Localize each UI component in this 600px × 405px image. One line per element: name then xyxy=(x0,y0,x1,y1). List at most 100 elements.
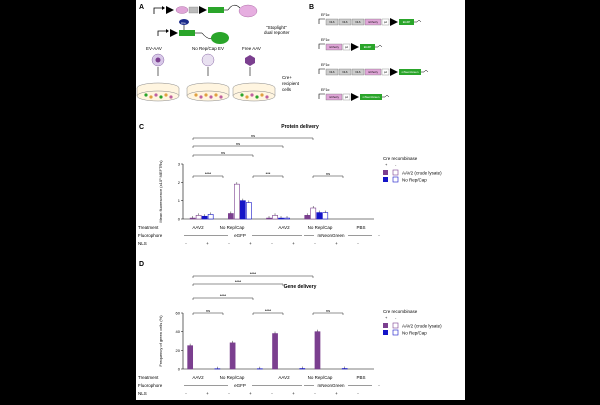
y-tick-label: 40 xyxy=(176,329,181,334)
figure-panel: A "Stoplight" dual reporter Cre EV-AAV N… xyxy=(136,0,465,400)
nls-sign: + xyxy=(206,391,209,396)
nls-sign: - xyxy=(185,391,187,396)
fluorophore-label: eGFP xyxy=(234,233,246,238)
row-label-treatment: Treatment xyxy=(138,375,159,380)
nls-sign: - xyxy=(357,391,359,396)
bar xyxy=(196,215,201,219)
significance-label: **** xyxy=(220,293,227,298)
nls-sign: + xyxy=(249,241,252,246)
promoter-arrow-icon xyxy=(319,44,325,49)
promoter-label: EF1α xyxy=(321,88,329,92)
bar xyxy=(234,184,239,219)
construct-part-label: NLS xyxy=(355,20,360,24)
y-axis-label: Mean fluorescence (x10³ MEFTRs) xyxy=(158,160,163,223)
legend-minus: - xyxy=(395,315,397,320)
reporter-label: EGFP xyxy=(364,45,372,49)
bar xyxy=(273,215,278,219)
bar xyxy=(315,332,320,369)
nls-sign: + xyxy=(292,391,295,396)
bar xyxy=(323,213,328,219)
y-tick-label: 20 xyxy=(176,348,181,353)
bar xyxy=(305,215,310,219)
bar xyxy=(188,346,193,369)
significance-label: **** xyxy=(235,279,242,284)
significance-label: ns xyxy=(326,171,330,176)
nls-sign: + xyxy=(292,241,295,246)
fluorophore-label: mNeonGreen xyxy=(317,233,345,238)
construct-part: NLS xyxy=(326,69,338,75)
significance-label: *** xyxy=(266,171,271,176)
significance-label: ns xyxy=(221,150,225,155)
egfp-segment-2 xyxy=(179,30,195,36)
legend-item-label: AAV2 (crude lysate) xyxy=(402,171,442,176)
recipient-dish-3 xyxy=(233,83,275,101)
y-tick-label: 0 xyxy=(178,217,181,222)
treatment-label: AAV2 xyxy=(192,375,204,380)
vesicle-label-3: Free AAV xyxy=(242,46,261,51)
treatment-label: AAV2 xyxy=(278,375,290,380)
promoter-arrow-icon xyxy=(319,19,325,24)
bar xyxy=(285,218,290,219)
legend-title: Cre recombinase xyxy=(383,309,418,314)
bar xyxy=(246,203,251,220)
construct-part: NLS xyxy=(352,19,364,25)
significance-label: ns xyxy=(236,141,240,146)
row-label-nls: NLS xyxy=(138,391,147,396)
bar xyxy=(202,216,207,219)
bar xyxy=(208,214,213,219)
construct-part-label: NLS xyxy=(342,20,347,24)
treatment-label: AAV2 xyxy=(278,225,290,230)
construct-part-label: NLS xyxy=(329,20,334,24)
construct-part: mCherry xyxy=(365,69,381,75)
fluorophore-label: eGFP xyxy=(234,383,246,388)
chart-title: Gene delivery xyxy=(284,284,317,290)
construct-part-label: NLS xyxy=(355,70,360,74)
reporter-label: EGFP xyxy=(403,20,411,24)
treatment-label: No Rep/Cap xyxy=(308,375,333,380)
significance-label: **** xyxy=(250,271,257,276)
panel-label-d: D xyxy=(139,261,144,268)
construct-part-label: NLS xyxy=(329,70,334,74)
row-label-fluorophore: Fluorophore xyxy=(138,233,163,238)
reporter-label: mNeonGreen xyxy=(402,70,419,74)
nls-sign: + xyxy=(206,241,209,246)
nls-sign: - xyxy=(357,241,359,246)
construct-part-label: pA xyxy=(384,20,387,24)
bar xyxy=(273,334,278,369)
nls-sign: - xyxy=(228,241,230,246)
bar xyxy=(190,218,195,219)
panel-a-schematic: "Stoplight" dual reporter Cre EV-AAV No … xyxy=(137,5,300,101)
recipient-label-2: recipient xyxy=(282,81,300,86)
construct-part: mCherry xyxy=(326,94,342,100)
nls-sign: - xyxy=(271,241,273,246)
legend-title: Cre recombinase xyxy=(383,156,418,161)
vesicle-label-1: EV-AAV xyxy=(146,46,162,51)
bar xyxy=(240,201,245,219)
stoplight-note-2: dual reporter xyxy=(264,30,290,35)
significance-label: ns xyxy=(206,308,210,313)
promoter-label: EF1α xyxy=(321,38,329,42)
legend-plus: + xyxy=(385,315,388,320)
nls-sign: + xyxy=(249,391,252,396)
significance-label: **** xyxy=(205,171,212,176)
panel-label-b: B xyxy=(309,4,314,11)
construct-part: pA xyxy=(343,44,350,50)
promoter-arrow-icon xyxy=(319,69,325,74)
nls-sign: + xyxy=(335,241,338,246)
significance-label: ns xyxy=(326,308,330,313)
stop-segment xyxy=(189,7,198,13)
fluorophore-label: - xyxy=(378,383,380,388)
figure-svg: A "Stoplight" dual reporter Cre EV-AAV N… xyxy=(136,0,465,400)
treatment-label: No Rep/Cap xyxy=(220,225,245,230)
no-repcap-ev-icon xyxy=(202,54,214,66)
construct-part: NLS xyxy=(326,19,338,25)
legend-swatch-open xyxy=(393,170,398,175)
y-tick-label: 1 xyxy=(178,198,181,203)
fluorophore-label: - xyxy=(378,233,380,238)
row-label-fluorophore: Fluorophore xyxy=(138,383,163,388)
bar xyxy=(279,218,284,219)
